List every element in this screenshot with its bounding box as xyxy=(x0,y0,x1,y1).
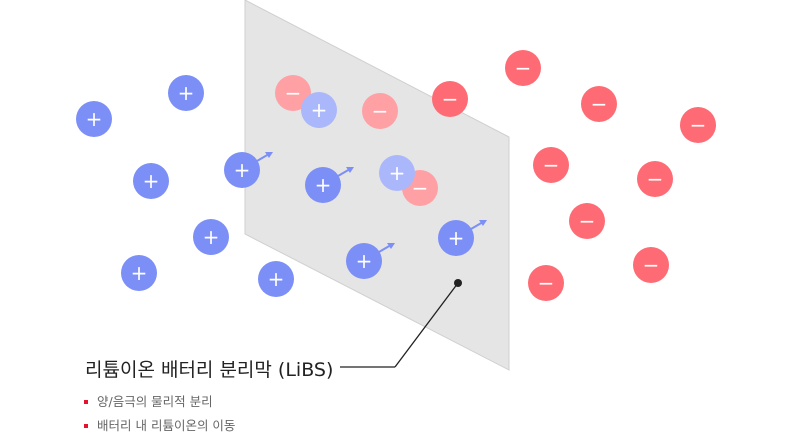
feature-list: 양/음극의 물리적 분리 배터리 내 리튬이온의 이동 xyxy=(84,390,235,438)
movement-arrow-icon xyxy=(470,221,484,230)
ion-circle xyxy=(224,152,260,188)
diagram-title: 리튬이온 배터리 분리막 (LiBS) xyxy=(85,359,334,381)
ion-circle xyxy=(275,75,311,111)
bullet-icon xyxy=(84,400,88,404)
ion-circle xyxy=(258,261,294,297)
minus-icon: − xyxy=(643,253,660,277)
arrow-head-icon xyxy=(479,220,487,226)
plus-icon: + xyxy=(311,98,328,122)
ion-circle xyxy=(505,50,541,86)
ion-circle xyxy=(633,247,669,283)
ion-circle xyxy=(379,155,415,191)
ion-circle xyxy=(362,93,398,129)
feature-item: 배터리 내 리튬이온의 이동 xyxy=(84,414,235,438)
plus-icon: + xyxy=(234,158,251,182)
negative-ion: − xyxy=(633,247,669,283)
negative-ion: − xyxy=(533,147,569,183)
lithium-ion: + xyxy=(121,255,157,291)
ion-circle xyxy=(76,101,112,137)
movement-arrow-icon xyxy=(337,168,351,177)
ion-circle xyxy=(569,203,605,239)
movement-arrow-icon xyxy=(378,244,392,253)
lithium-ion: + xyxy=(76,101,112,137)
minus-icon: − xyxy=(647,167,664,191)
negative-ion: − xyxy=(569,203,605,239)
plus-icon: + xyxy=(356,249,373,273)
minus-icon: − xyxy=(591,92,608,116)
plus-icon: + xyxy=(268,267,285,291)
ion-circle xyxy=(305,167,341,203)
minus-icon: − xyxy=(690,113,707,137)
minus-icon: − xyxy=(412,176,429,200)
plus-icon: + xyxy=(448,226,465,250)
plus-icon: + xyxy=(131,261,148,285)
arrow-head-icon xyxy=(387,243,395,249)
ion-circle xyxy=(346,243,382,279)
negative-ion: − xyxy=(680,107,716,143)
ion-circle xyxy=(121,255,157,291)
ion-circle xyxy=(133,163,169,199)
minus-icon: − xyxy=(579,209,596,233)
feature-text: 양/음극의 물리적 분리 xyxy=(97,394,213,409)
movement-arrow-icon xyxy=(256,153,270,162)
lithium-ion: + xyxy=(346,243,395,279)
plus-icon: + xyxy=(203,225,220,249)
minus-icon: − xyxy=(285,81,302,105)
negative-ion: − xyxy=(505,50,541,86)
negative-ion: − xyxy=(637,161,673,197)
minus-icon: − xyxy=(372,99,389,123)
feature-text: 배터리 내 리튬이온의 이동 xyxy=(97,418,236,433)
lithium-ion: + xyxy=(305,167,354,203)
ion-circle xyxy=(438,220,474,256)
ion-circle xyxy=(193,219,229,255)
lithium-ion: + xyxy=(224,152,273,188)
plus-icon: + xyxy=(178,81,195,105)
lithium-ion: + xyxy=(258,261,294,297)
lithium-ion: + xyxy=(301,92,337,128)
separator-membrane xyxy=(244,0,510,371)
lithium-ion: + xyxy=(168,75,204,111)
lithium-ion: + xyxy=(379,155,415,191)
plus-icon: + xyxy=(389,161,406,185)
lithium-ion: + xyxy=(438,220,487,256)
feature-item: 양/음극의 물리적 분리 xyxy=(84,390,235,414)
minus-icon: − xyxy=(515,56,532,80)
arrow-head-icon xyxy=(346,167,354,173)
minus-icon: − xyxy=(442,87,459,111)
ion-circle xyxy=(528,265,564,301)
plus-icon: + xyxy=(143,169,160,193)
plus-icon: + xyxy=(315,173,332,197)
ion-circle xyxy=(637,161,673,197)
ion-circle xyxy=(533,147,569,183)
arrow-head-icon xyxy=(265,152,273,158)
ion-circle xyxy=(432,81,468,117)
ion-circle xyxy=(168,75,204,111)
negative-ion: − xyxy=(432,81,468,117)
leader-dot xyxy=(454,279,462,287)
negative-ion: − xyxy=(275,75,311,111)
lithium-ion: + xyxy=(133,163,169,199)
lithium-ion: + xyxy=(193,219,229,255)
leader-line xyxy=(394,282,459,368)
ion-circle xyxy=(301,92,337,128)
minus-icon: − xyxy=(538,271,555,295)
ion-circle xyxy=(581,86,617,122)
negative-ion: − xyxy=(581,86,617,122)
negative-ion: − xyxy=(528,265,564,301)
negative-ion: − xyxy=(362,93,398,129)
bullet-icon xyxy=(84,424,88,428)
plus-icon: + xyxy=(86,107,103,131)
ion-circle xyxy=(680,107,716,143)
minus-icon: − xyxy=(543,153,560,177)
